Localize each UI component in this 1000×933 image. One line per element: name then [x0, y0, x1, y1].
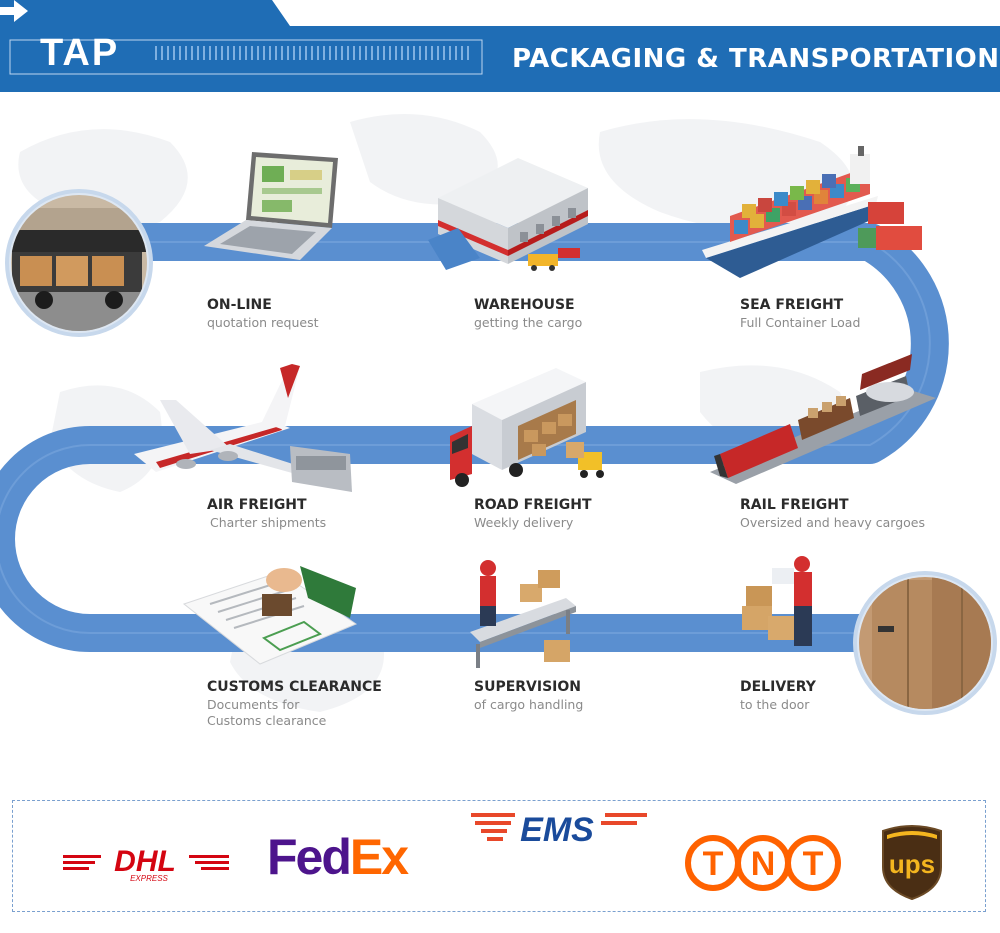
- step-title-warehouse: WAREHOUSE: [474, 297, 575, 313]
- step-desc-online: quotation request: [207, 315, 319, 330]
- tap-logo: TAP: [40, 32, 120, 74]
- step-desc-customs: Documents for Customs clearance: [207, 697, 327, 728]
- carrier-logos: DHL EXPRESS FedEx EMS T N T ups: [12, 800, 986, 912]
- step-title-supervision: SUPERVISION: [474, 679, 582, 695]
- tnt-letter-t2: T: [803, 845, 824, 883]
- step-title-road-freight: ROAD FREIGHT: [474, 497, 592, 513]
- ems-logo: EMS: [471, 811, 647, 849]
- ups-logo: ups: [882, 825, 942, 901]
- fedex-ex-text: Ex: [349, 829, 409, 885]
- step-title-online: ON-LINE: [207, 297, 272, 313]
- step-desc-warehouse: getting the cargo: [474, 315, 583, 330]
- fedex-logo: FedEx: [267, 829, 409, 885]
- conveyor-worker-icon: [470, 560, 576, 668]
- header-background: [0, 0, 1000, 92]
- header-banner: TAP PACKAGING & TRANSPORTATION: [0, 0, 1000, 92]
- dhl-express-text: EXPRESS: [130, 874, 168, 883]
- warehouse-icon: [428, 158, 588, 271]
- step-title-customs: CUSTOMS CLEARANCE: [207, 679, 382, 695]
- ems-logo-text: EMS: [520, 811, 594, 849]
- step-title-sea-freight: SEA FREIGHT: [740, 297, 844, 313]
- laptop-icon: [204, 152, 338, 260]
- page-title: PACKAGING & TRANSPORTATION: [512, 44, 1000, 74]
- ups-logo-text: ups: [889, 849, 935, 879]
- process-diagram: ON-LINE quotation request WAREHOUSE gett…: [0, 92, 1000, 792]
- truck-icon: [5, 189, 153, 337]
- arrow-right-icon: [0, 0, 28, 22]
- step-title-rail-freight: RAIL FREIGHT: [740, 497, 849, 513]
- stamp-document-icon: [182, 566, 358, 665]
- delivery-truck-icon: [450, 368, 604, 487]
- step-desc-supervision: of cargo handling: [474, 697, 584, 712]
- delivery-worker-icon: [742, 556, 812, 646]
- step-desc-rail-freight: Oversized and heavy cargoes: [740, 515, 925, 530]
- cargo-ship-icon: [702, 146, 922, 278]
- tnt-logo: T N T: [685, 835, 841, 891]
- step-desc-road-freight: Weekly delivery: [474, 515, 574, 530]
- step-title-air-freight: AIR FREIGHT: [207, 497, 307, 513]
- train-icon: [710, 354, 936, 484]
- dhl-logo-text: DHL: [114, 845, 176, 878]
- dhl-logo: DHL EXPRESS: [63, 845, 229, 883]
- step-desc-sea-freight: Full Container Load: [740, 315, 861, 330]
- tnt-letter-n: N: [751, 845, 776, 883]
- packed-boxes-icon: [853, 571, 997, 715]
- step-desc-delivery: to the door: [740, 697, 810, 712]
- tnt-letter-t1: T: [703, 845, 724, 883]
- step-desc-air-freight: Charter shipments: [210, 515, 327, 530]
- step-title-delivery: DELIVERY: [740, 679, 816, 695]
- airplane-icon: [134, 364, 352, 492]
- fedex-fed-text: Fed: [267, 829, 352, 885]
